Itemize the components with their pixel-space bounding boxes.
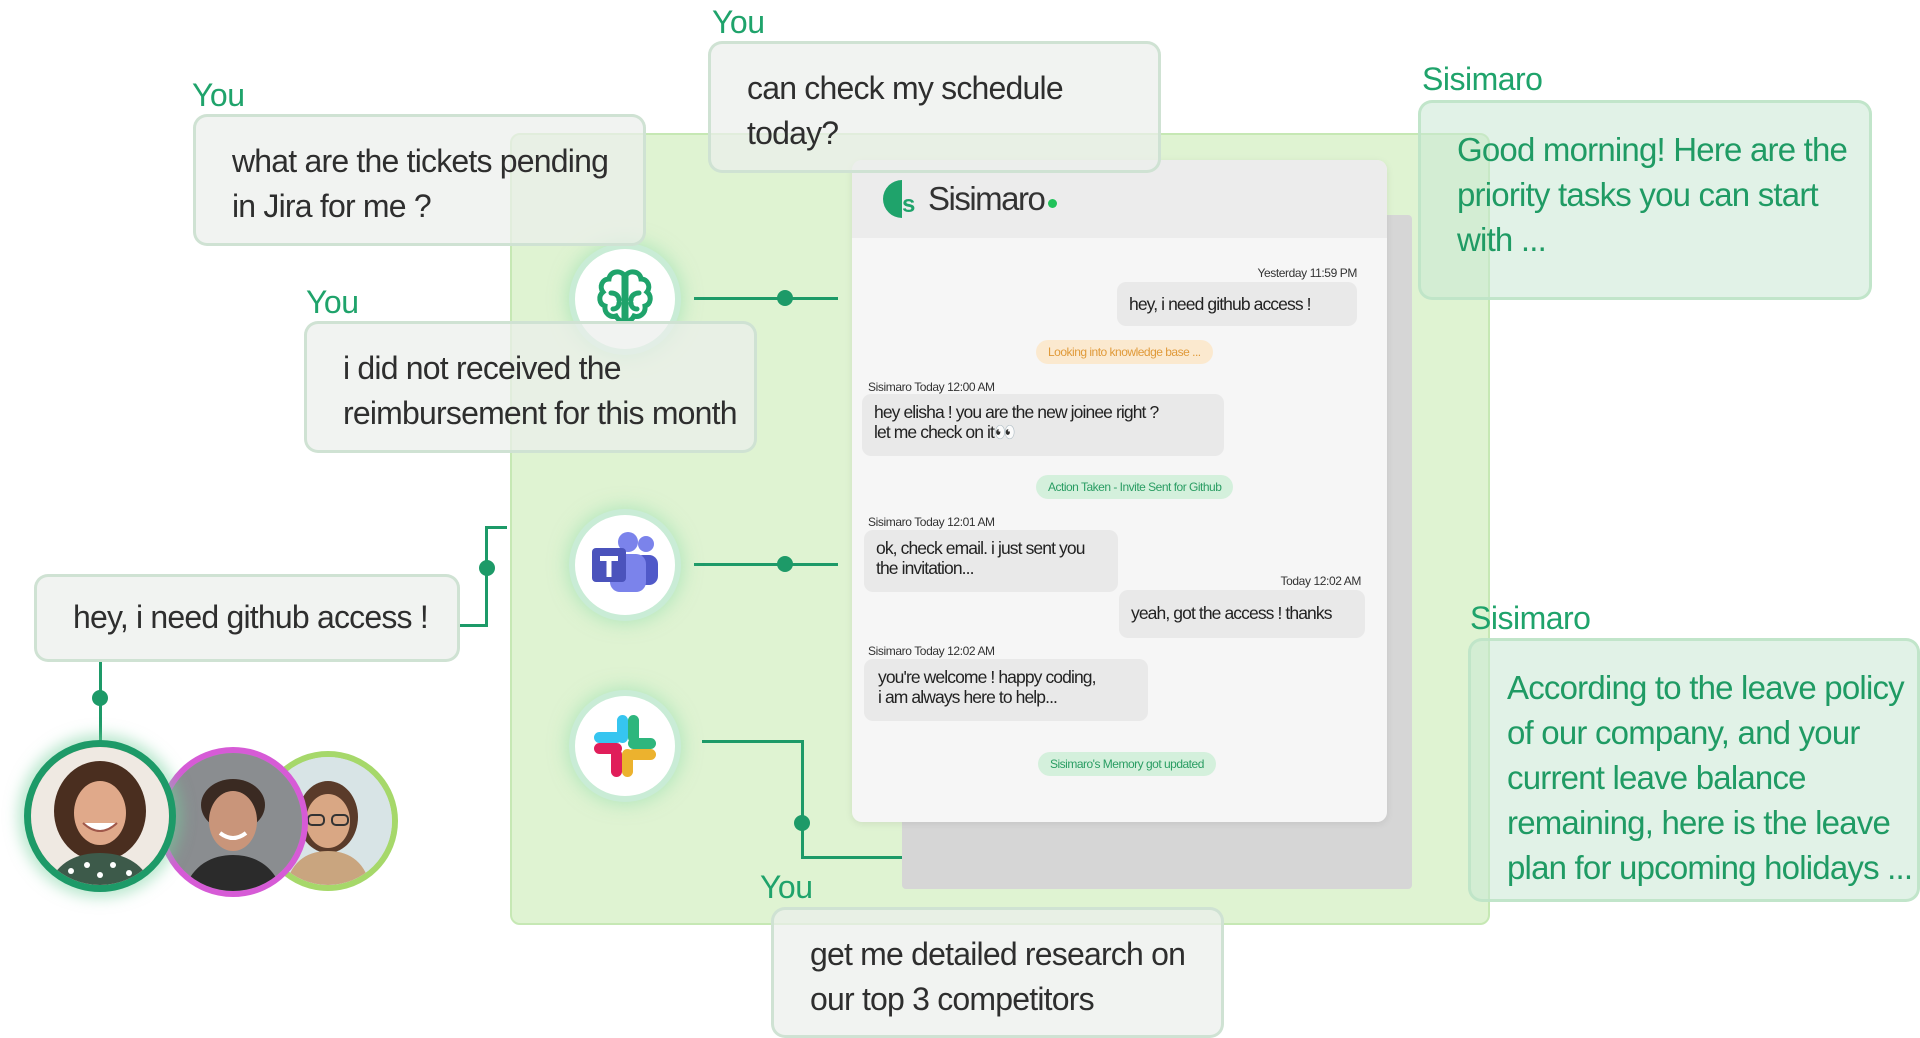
teams-integration[interactable] xyxy=(575,515,675,615)
svg-text:s: s xyxy=(902,191,915,218)
connector-teams xyxy=(694,563,838,566)
message-meta: Today 12:02 AM xyxy=(1280,574,1362,588)
microsoft-teams-icon xyxy=(592,532,658,592)
connector-brain xyxy=(694,297,838,300)
sisimaro-logo-icon: s xyxy=(883,180,915,218)
user-bubble-schedule: can check my schedule today? xyxy=(708,41,1161,173)
user-bubble-reimbursement: i did not received the reimbursement for… xyxy=(304,321,757,453)
message-bubble-user: yeah, got the access ! thanks xyxy=(1119,590,1365,638)
status-pill: Sisimaro's Memory got updated xyxy=(1038,752,1216,776)
connector-dot-github xyxy=(479,560,495,576)
chat-header: s Sisimaro xyxy=(852,160,1387,238)
bot-bubble-leave: According to the leave policy of our com… xyxy=(1468,638,1920,902)
user-bubble-jira: what are the tickets pending in Jira for… xyxy=(193,114,646,246)
brain-icon xyxy=(597,269,653,324)
user-bubble-github: hey, i need github access ! xyxy=(34,574,460,662)
slack-icon xyxy=(594,715,656,777)
person-avatar-icon xyxy=(31,747,169,885)
message-meta: Yesterday 11:59 PM xyxy=(1257,266,1357,280)
speaker-label-bot: Sisimaro xyxy=(1470,600,1591,636)
connector-dot-teams xyxy=(777,556,793,572)
connector-github-top xyxy=(485,526,507,529)
speaker-label-bot: Sisimaro xyxy=(1422,61,1543,97)
connector-slack-vertical xyxy=(801,740,804,858)
avatar-user-2 xyxy=(158,747,308,897)
connector-slack-bottom xyxy=(801,856,903,859)
avatar-user-1 xyxy=(24,740,176,892)
status-pill: Action Taken - Invite Sent for Github xyxy=(1036,475,1234,499)
speaker-label-you: You xyxy=(760,869,813,905)
message-meta: Sisimaro Today 12:02 AM xyxy=(868,644,995,658)
message-meta: Sisimaro Today 12:00 AM xyxy=(868,380,995,394)
connector-dot-brain xyxy=(777,290,793,306)
connector-avatar xyxy=(99,660,102,755)
speaker-label-you: You xyxy=(712,4,765,40)
chat-window: s Sisimaro Yesterday 11:59 PM hey, i nee… xyxy=(852,160,1387,822)
connector-slack-top xyxy=(702,740,804,743)
connector-github-bottom xyxy=(458,624,488,627)
message-meta: Sisimaro Today 12:01 AM xyxy=(868,515,995,529)
message-bubble-bot: hey elisha ! you are the new joinee righ… xyxy=(862,394,1224,456)
slack-integration[interactable] xyxy=(575,696,675,796)
connector-dot-slack xyxy=(794,815,810,831)
message-bubble-bot: ok, check email. i just sent you the inv… xyxy=(864,530,1118,592)
message-bubble-bot: you're welcome ! happy coding, i am alwa… xyxy=(864,659,1148,721)
status-pill: Looking into knowledge base ... xyxy=(1036,340,1213,364)
speaker-label-you: You xyxy=(192,77,245,113)
online-status-icon xyxy=(1048,198,1058,208)
connector-dot-avatar xyxy=(92,690,108,706)
connector-github-vertical xyxy=(485,526,488,626)
speaker-label-you: You xyxy=(306,284,359,320)
bot-bubble-morning: Good morning! Here are the priority task… xyxy=(1418,100,1872,300)
chat-brand: Sisimaro xyxy=(928,180,1046,217)
person-avatar-icon xyxy=(164,753,302,891)
user-bubble-research: get me detailed research on our top 3 co… xyxy=(771,907,1224,1038)
message-bubble-user: hey, i need github access ! xyxy=(1117,282,1357,326)
